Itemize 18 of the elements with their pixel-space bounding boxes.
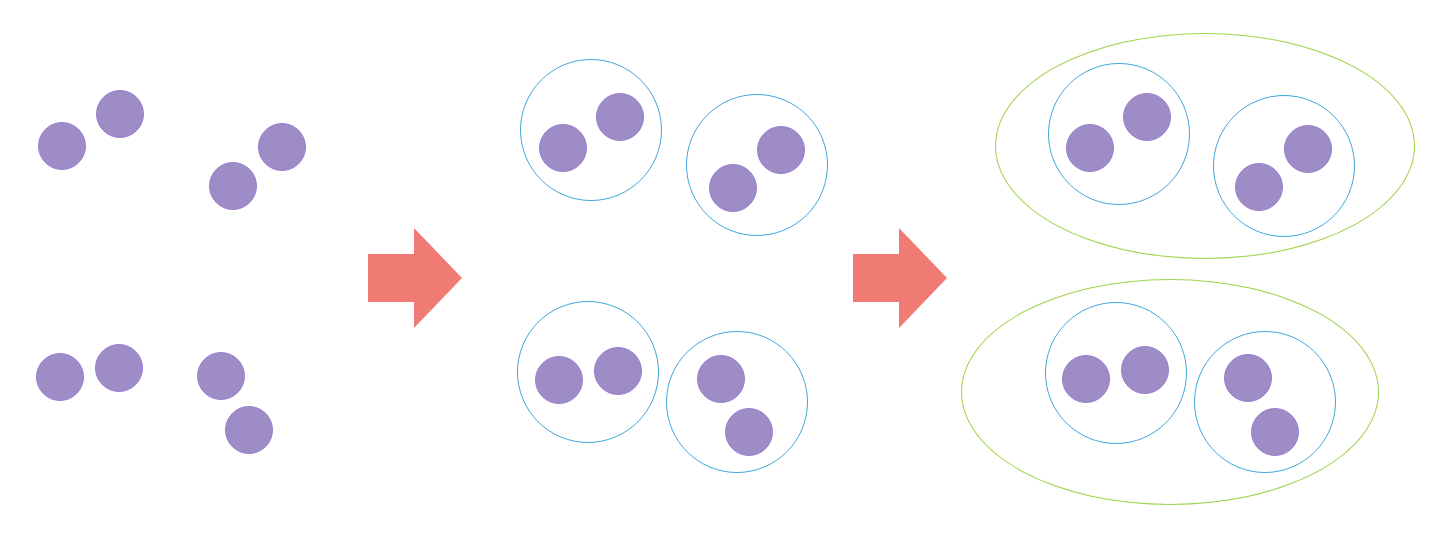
dot — [36, 353, 84, 401]
dot — [1062, 355, 1110, 403]
block-arrow — [853, 228, 947, 328]
block-arrow — [368, 228, 462, 328]
dot — [96, 90, 144, 138]
dot — [1123, 93, 1171, 141]
dot — [38, 122, 86, 170]
dot — [209, 162, 257, 210]
dot — [1066, 124, 1114, 172]
dot — [1284, 125, 1332, 173]
dot — [1235, 163, 1283, 211]
dot — [1224, 354, 1272, 402]
dot — [258, 123, 306, 171]
dot — [225, 406, 273, 454]
dot — [95, 344, 143, 392]
dot — [1251, 408, 1299, 456]
dot — [1121, 346, 1169, 394]
dot — [197, 352, 245, 400]
